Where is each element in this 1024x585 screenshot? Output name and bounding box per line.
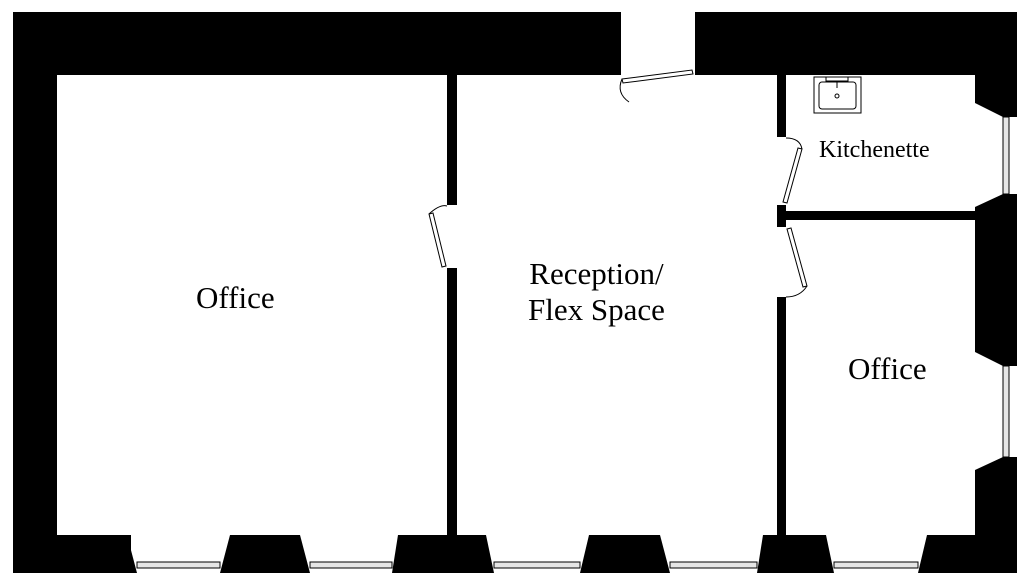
room-label-reception-line1: Reception/	[529, 256, 664, 291]
doors	[428, 69, 808, 298]
room-label-office-right: Office	[848, 351, 927, 386]
window-bottom-1	[136, 561, 221, 569]
bottom-pier-1	[119, 535, 137, 573]
window-right-2	[1002, 365, 1010, 458]
bottom-pier-5	[757, 535, 834, 573]
top-wall-right	[695, 12, 1017, 75]
entry-door	[619, 69, 694, 103]
room-label-office-left: Office	[196, 280, 275, 315]
interior-walls	[447, 75, 975, 536]
wall-reception-kitchen-top	[777, 75, 786, 137]
room-label-reception: Reception/ Flex Space	[528, 256, 665, 327]
bottom-pier-6	[918, 535, 1017, 573]
right-wall-middle	[975, 194, 1017, 366]
bottom-pier-3	[392, 535, 494, 573]
left-wall	[13, 12, 57, 573]
top-wall-left	[13, 12, 621, 75]
bottom-windows	[136, 561, 919, 569]
window-right-1	[1002, 116, 1010, 195]
window-bottom-3	[493, 561, 581, 569]
window-bottom-5	[833, 561, 919, 569]
window-bottom-2	[309, 561, 393, 569]
right-windows	[1002, 116, 1010, 458]
room-label-reception-line2: Flex Space	[528, 291, 665, 327]
wall-reception-office-bottom	[777, 297, 786, 536]
bottom-pier-2	[220, 535, 310, 573]
room-label-kitchenette: Kitchenette	[819, 137, 930, 163]
kitchenette-door	[782, 137, 803, 204]
window-bottom-4	[669, 561, 758, 569]
bottom-corner-left	[13, 535, 119, 573]
exterior-walls	[13, 12, 1017, 573]
bottom-pier-4	[580, 535, 670, 573]
wall-kitchen-office	[777, 211, 975, 220]
right-wall-top	[975, 12, 1017, 117]
wall-office-reception-bottom	[447, 268, 457, 536]
office-right-door	[785, 227, 808, 298]
office-left-door	[428, 205, 448, 268]
sink-icon	[813, 76, 862, 114]
wall-office-reception-top	[447, 75, 457, 205]
